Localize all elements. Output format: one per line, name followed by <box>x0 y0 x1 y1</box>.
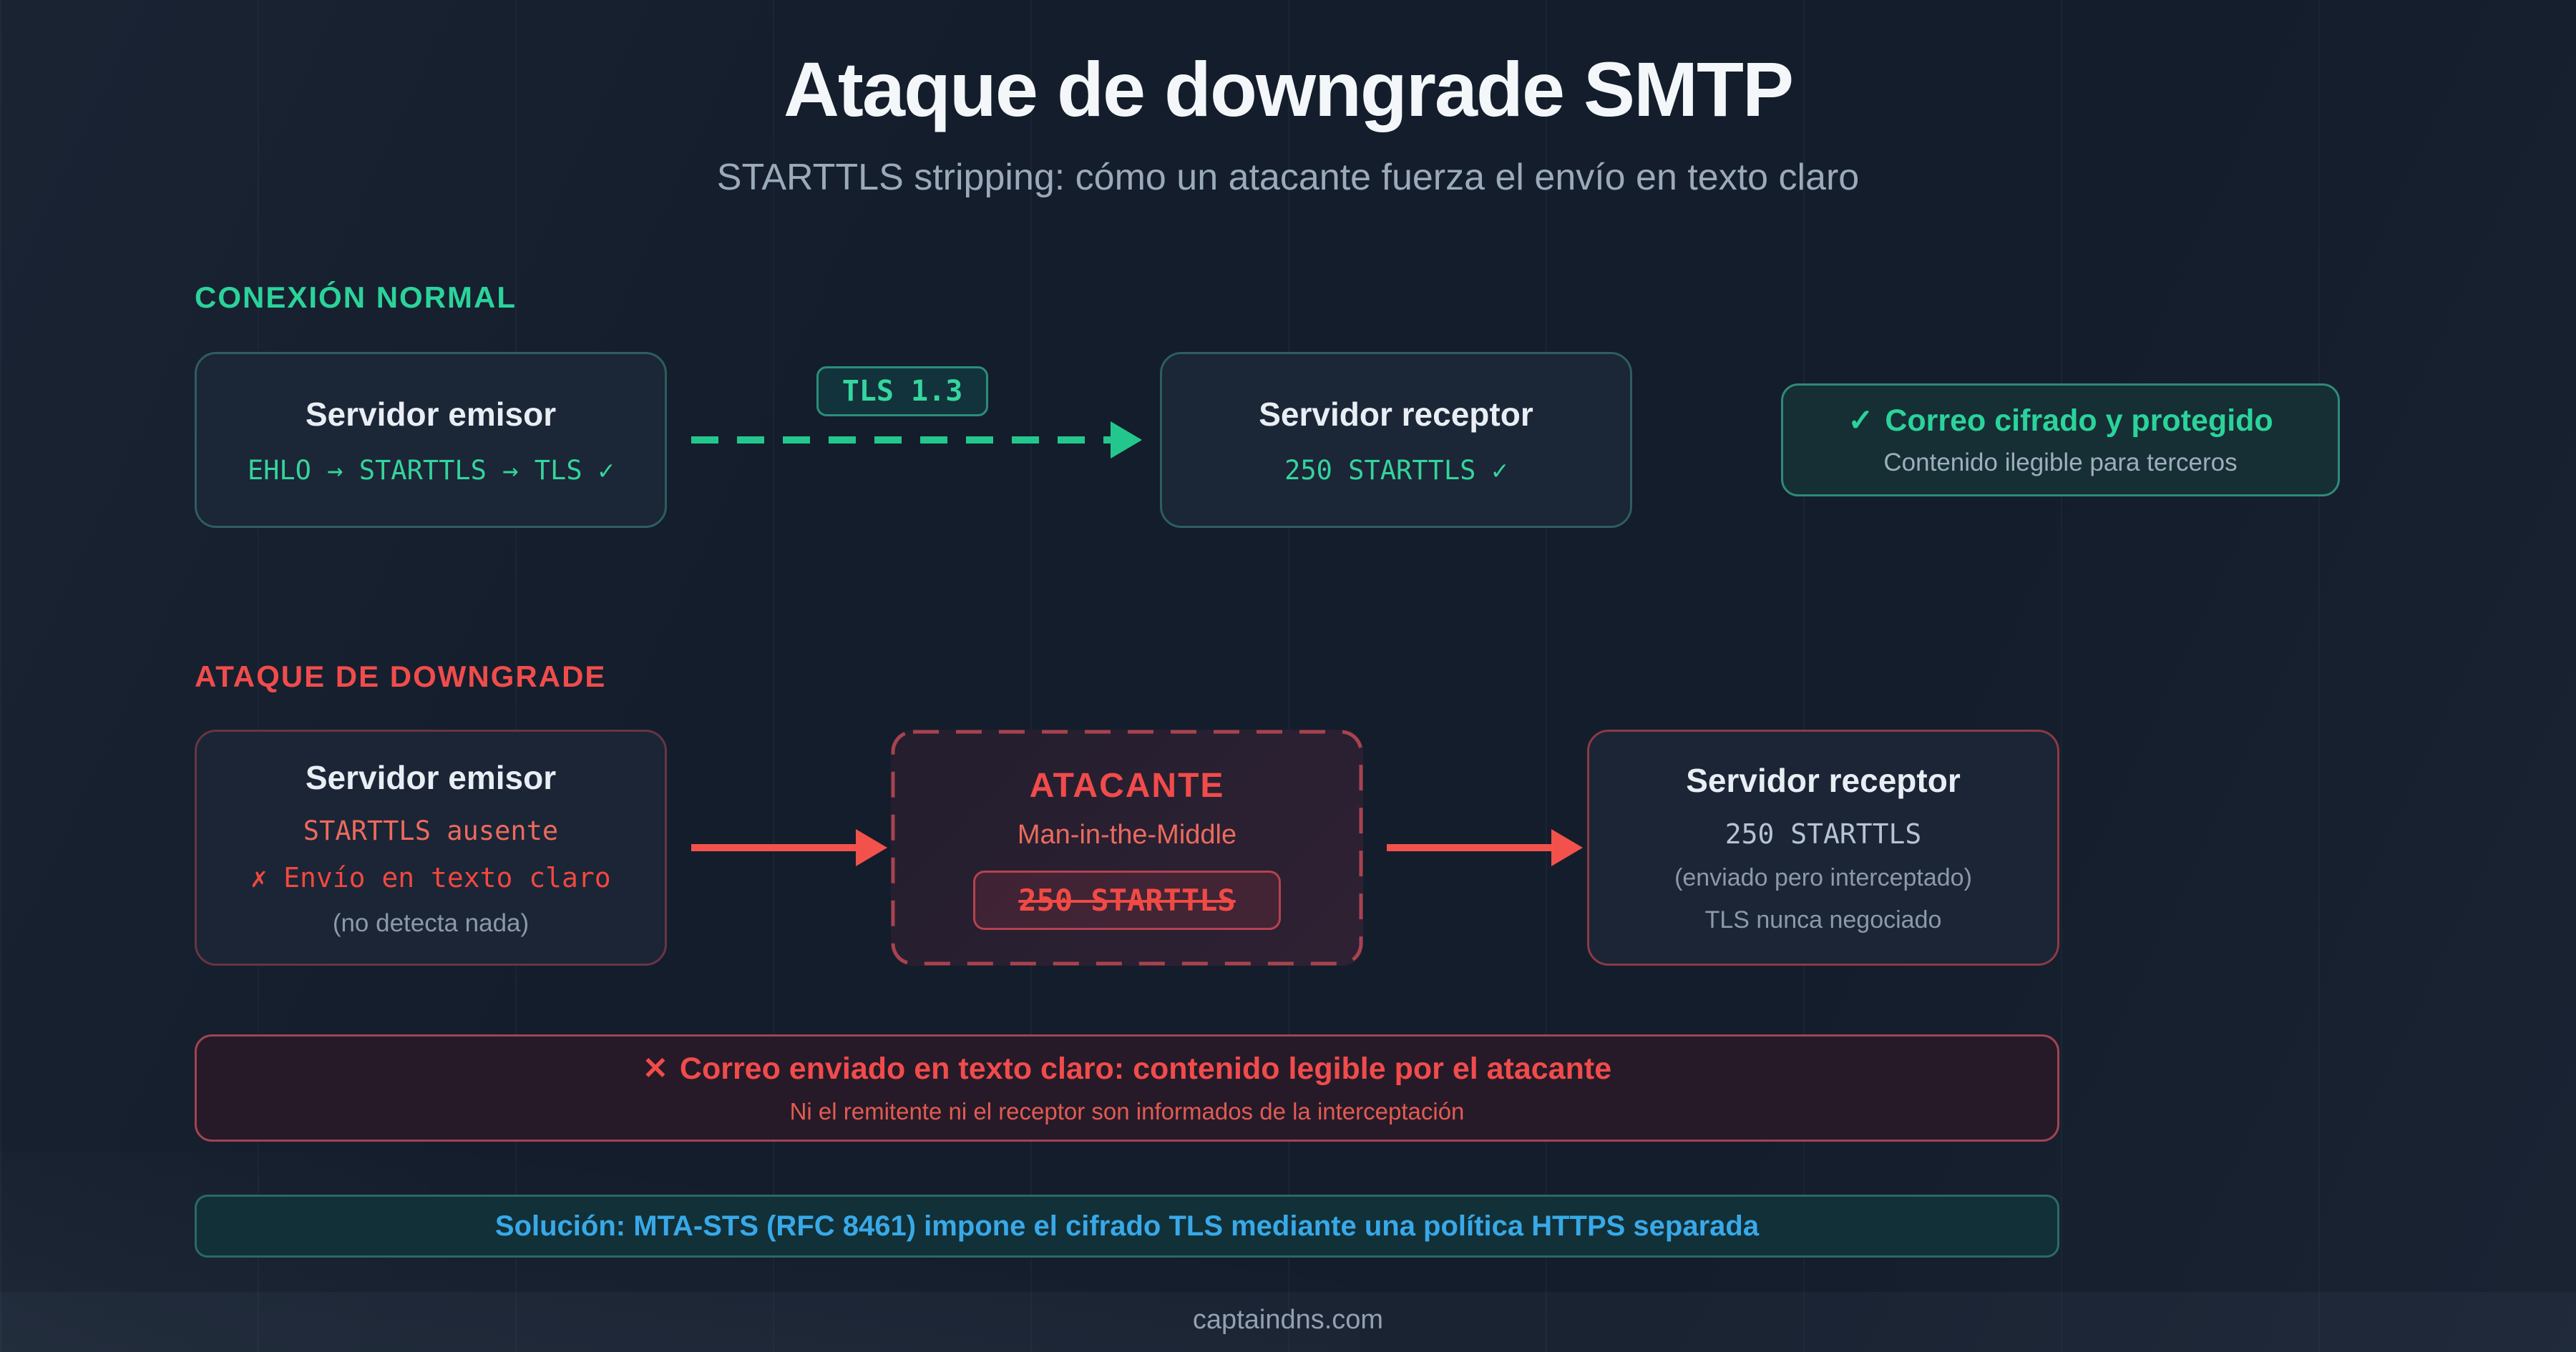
normal-receiver-code: 250 STARTTLS ✓ <box>1284 454 1508 486</box>
normal-receiver-title: Servidor receptor <box>1259 395 1533 433</box>
page-subtitle: STARTTLS stripping: cómo un atacante fue… <box>716 157 1860 198</box>
attack-sender-code-plaintext: ✗ Envío en texto claro <box>250 861 611 893</box>
normal-receiver-card: Servidor receptor 250 STARTTLS ✓ <box>1160 352 1632 528</box>
normal-sender-code: EHLO → STARTTLS → TLS ✓ <box>247 454 615 486</box>
stripped-starttls-badge: 250 STARTTLS <box>973 870 1281 930</box>
attack-warning-banner: ✕ Correo enviado en texto claro: conteni… <box>195 1034 2059 1142</box>
attack-warning-title: Correo enviado en texto claro: contenido… <box>679 1051 1612 1086</box>
normal-result-title: Correo cifrado y protegido <box>1885 403 2273 438</box>
normal-result-subtitle: Contenido ilegible para terceros <box>1883 449 2238 476</box>
attack-arrow-1-line <box>691 844 856 851</box>
normal-result-title-row: ✓ Correo cifrado y protegido <box>1848 403 2273 439</box>
footer-site-name: captaindns.com <box>1192 1305 1384 1335</box>
x-icon: ✕ <box>642 1052 668 1086</box>
attacker-card: ATACANTE Man-in-the-Middle 250 STARTTLS <box>891 730 1363 966</box>
attack-arrow-1-head-icon <box>856 829 887 866</box>
attack-arrow-2-line <box>1387 844 1551 851</box>
attacker-dashed-border <box>891 730 1363 966</box>
section-label-normal-connection: CONEXIÓN NORMAL <box>195 280 517 314</box>
attack-sender-code-starttls-absent: STARTTLS ausente <box>303 815 559 846</box>
attack-sender-card: Servidor emisor STARTTLS ausente ✗ Envío… <box>195 730 667 966</box>
attack-receiver-card: Servidor receptor 250 STARTTLS (enviado … <box>1587 730 2059 966</box>
tls-arrow-line <box>691 436 1111 444</box>
attack-receiver-note-intercepted: (enviado pero interceptado) <box>1674 864 1972 891</box>
tls-arrow-head-icon <box>1111 421 1142 459</box>
attack-receiver-code: 250 STARTTLS <box>1724 818 1922 850</box>
attack-warning-title-row: ✕ Correo enviado en texto claro: conteni… <box>643 1051 1611 1087</box>
attack-warning-subtitle: Ni el remitente ni el receptor son infor… <box>789 1098 1465 1125</box>
normal-result-card: ✓ Correo cifrado y protegido Contenido i… <box>1781 383 2340 496</box>
check-icon: ✓ <box>1848 403 1874 438</box>
normal-sender-title: Servidor emisor <box>305 395 557 433</box>
tls-version-badge: TLS 1.3 <box>816 366 988 416</box>
solution-banner: Solución: MTA-STS (RFC 8461) impone el c… <box>195 1195 2059 1258</box>
attacker-subtitle: Man-in-the-Middle <box>1017 819 1237 850</box>
section-label-downgrade-attack: ATAQUE DE DOWNGRADE <box>195 660 607 693</box>
attack-receiver-note-no-tls: TLS nunca negociado <box>1704 906 1942 934</box>
attack-sender-title: Servidor emisor <box>305 758 557 796</box>
attack-arrow-2-head-icon <box>1551 829 1583 866</box>
attacker-title: ATACANTE <box>1029 766 1225 805</box>
footer-strip <box>0 1292 2576 1352</box>
attack-sender-note: (no detecta nada) <box>332 908 530 937</box>
page-title: Ataque de downgrade SMTP <box>783 46 1794 132</box>
attack-receiver-title: Servidor receptor <box>1686 762 1961 799</box>
normal-sender-card: Servidor emisor EHLO → STARTTLS → TLS ✓ <box>195 352 667 528</box>
